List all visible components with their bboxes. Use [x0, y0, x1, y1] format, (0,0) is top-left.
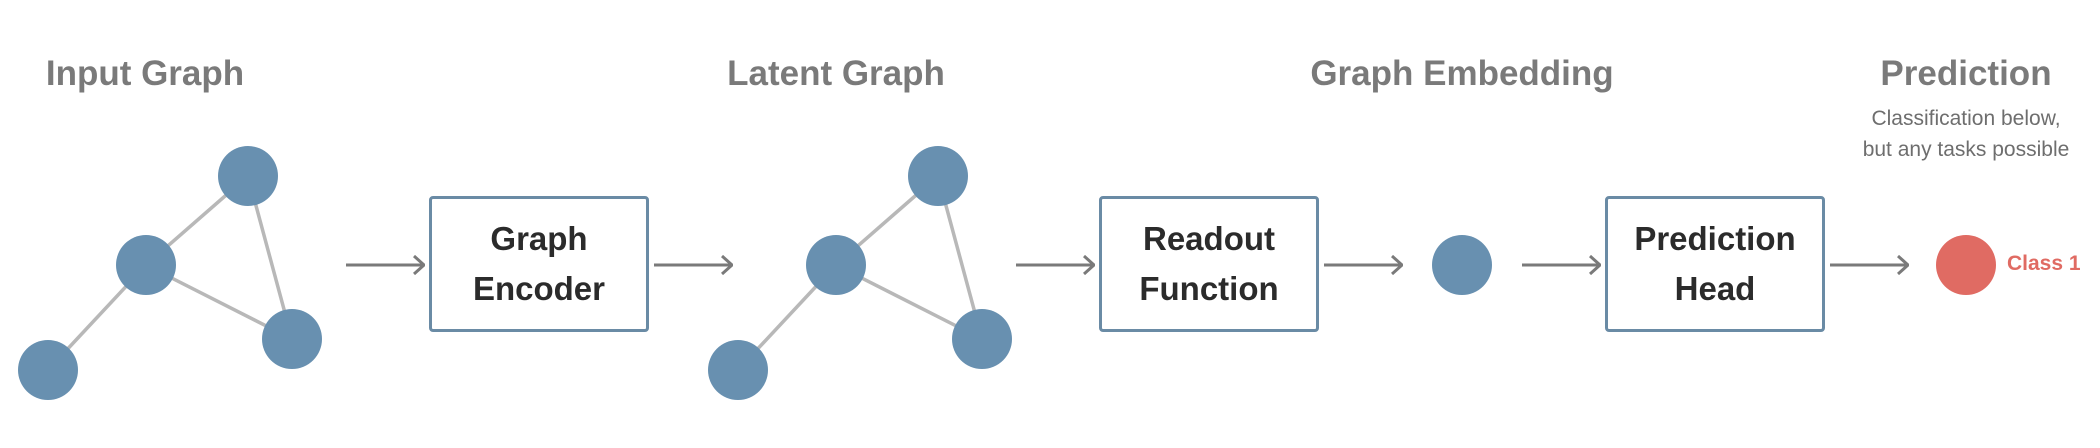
latent-node-3	[952, 309, 1012, 369]
readout-function-box: Readout Function	[1099, 196, 1319, 332]
input-node-4	[18, 340, 78, 400]
input-node-2	[116, 235, 176, 295]
prediction-head-label-2: Head	[1674, 270, 1756, 307]
graph-encoder-label-2: Encoder	[472, 270, 606, 307]
class-label: Class 1	[2007, 252, 2081, 275]
prediction-head-label-1: Prediction	[1634, 220, 1796, 257]
graph-embedding-node	[1432, 235, 1492, 295]
latent-graph	[708, 146, 1012, 400]
input-graph-title: Input Graph	[45, 54, 245, 93]
readout-function-label-2: Function	[1139, 270, 1279, 307]
input-node-3	[262, 309, 322, 369]
prediction-head-box: Prediction Head	[1605, 196, 1825, 332]
latent-node-2	[806, 235, 866, 295]
latent-graph-title: Latent Graph	[727, 54, 945, 93]
latent-node-4	[708, 340, 768, 400]
prediction-title: Prediction	[1880, 54, 2052, 93]
prediction-note-line-1: Classification below,	[1871, 107, 2061, 130]
graph-encoder-box: Graph Encoder	[429, 196, 649, 332]
graph-embedding-title: Graph Embedding	[1310, 54, 1614, 93]
latent-node-1	[908, 146, 968, 206]
prediction-note-line-2: but any tasks possible	[1862, 138, 2070, 161]
input-graph	[18, 146, 322, 400]
graph-encoder-label-1: Graph	[490, 220, 588, 257]
input-node-1	[218, 146, 278, 206]
prediction-note: Classification below, but any tasks poss…	[1863, 103, 2070, 165]
class-node	[1936, 235, 1996, 295]
readout-function-label-1: Readout	[1143, 220, 1275, 257]
